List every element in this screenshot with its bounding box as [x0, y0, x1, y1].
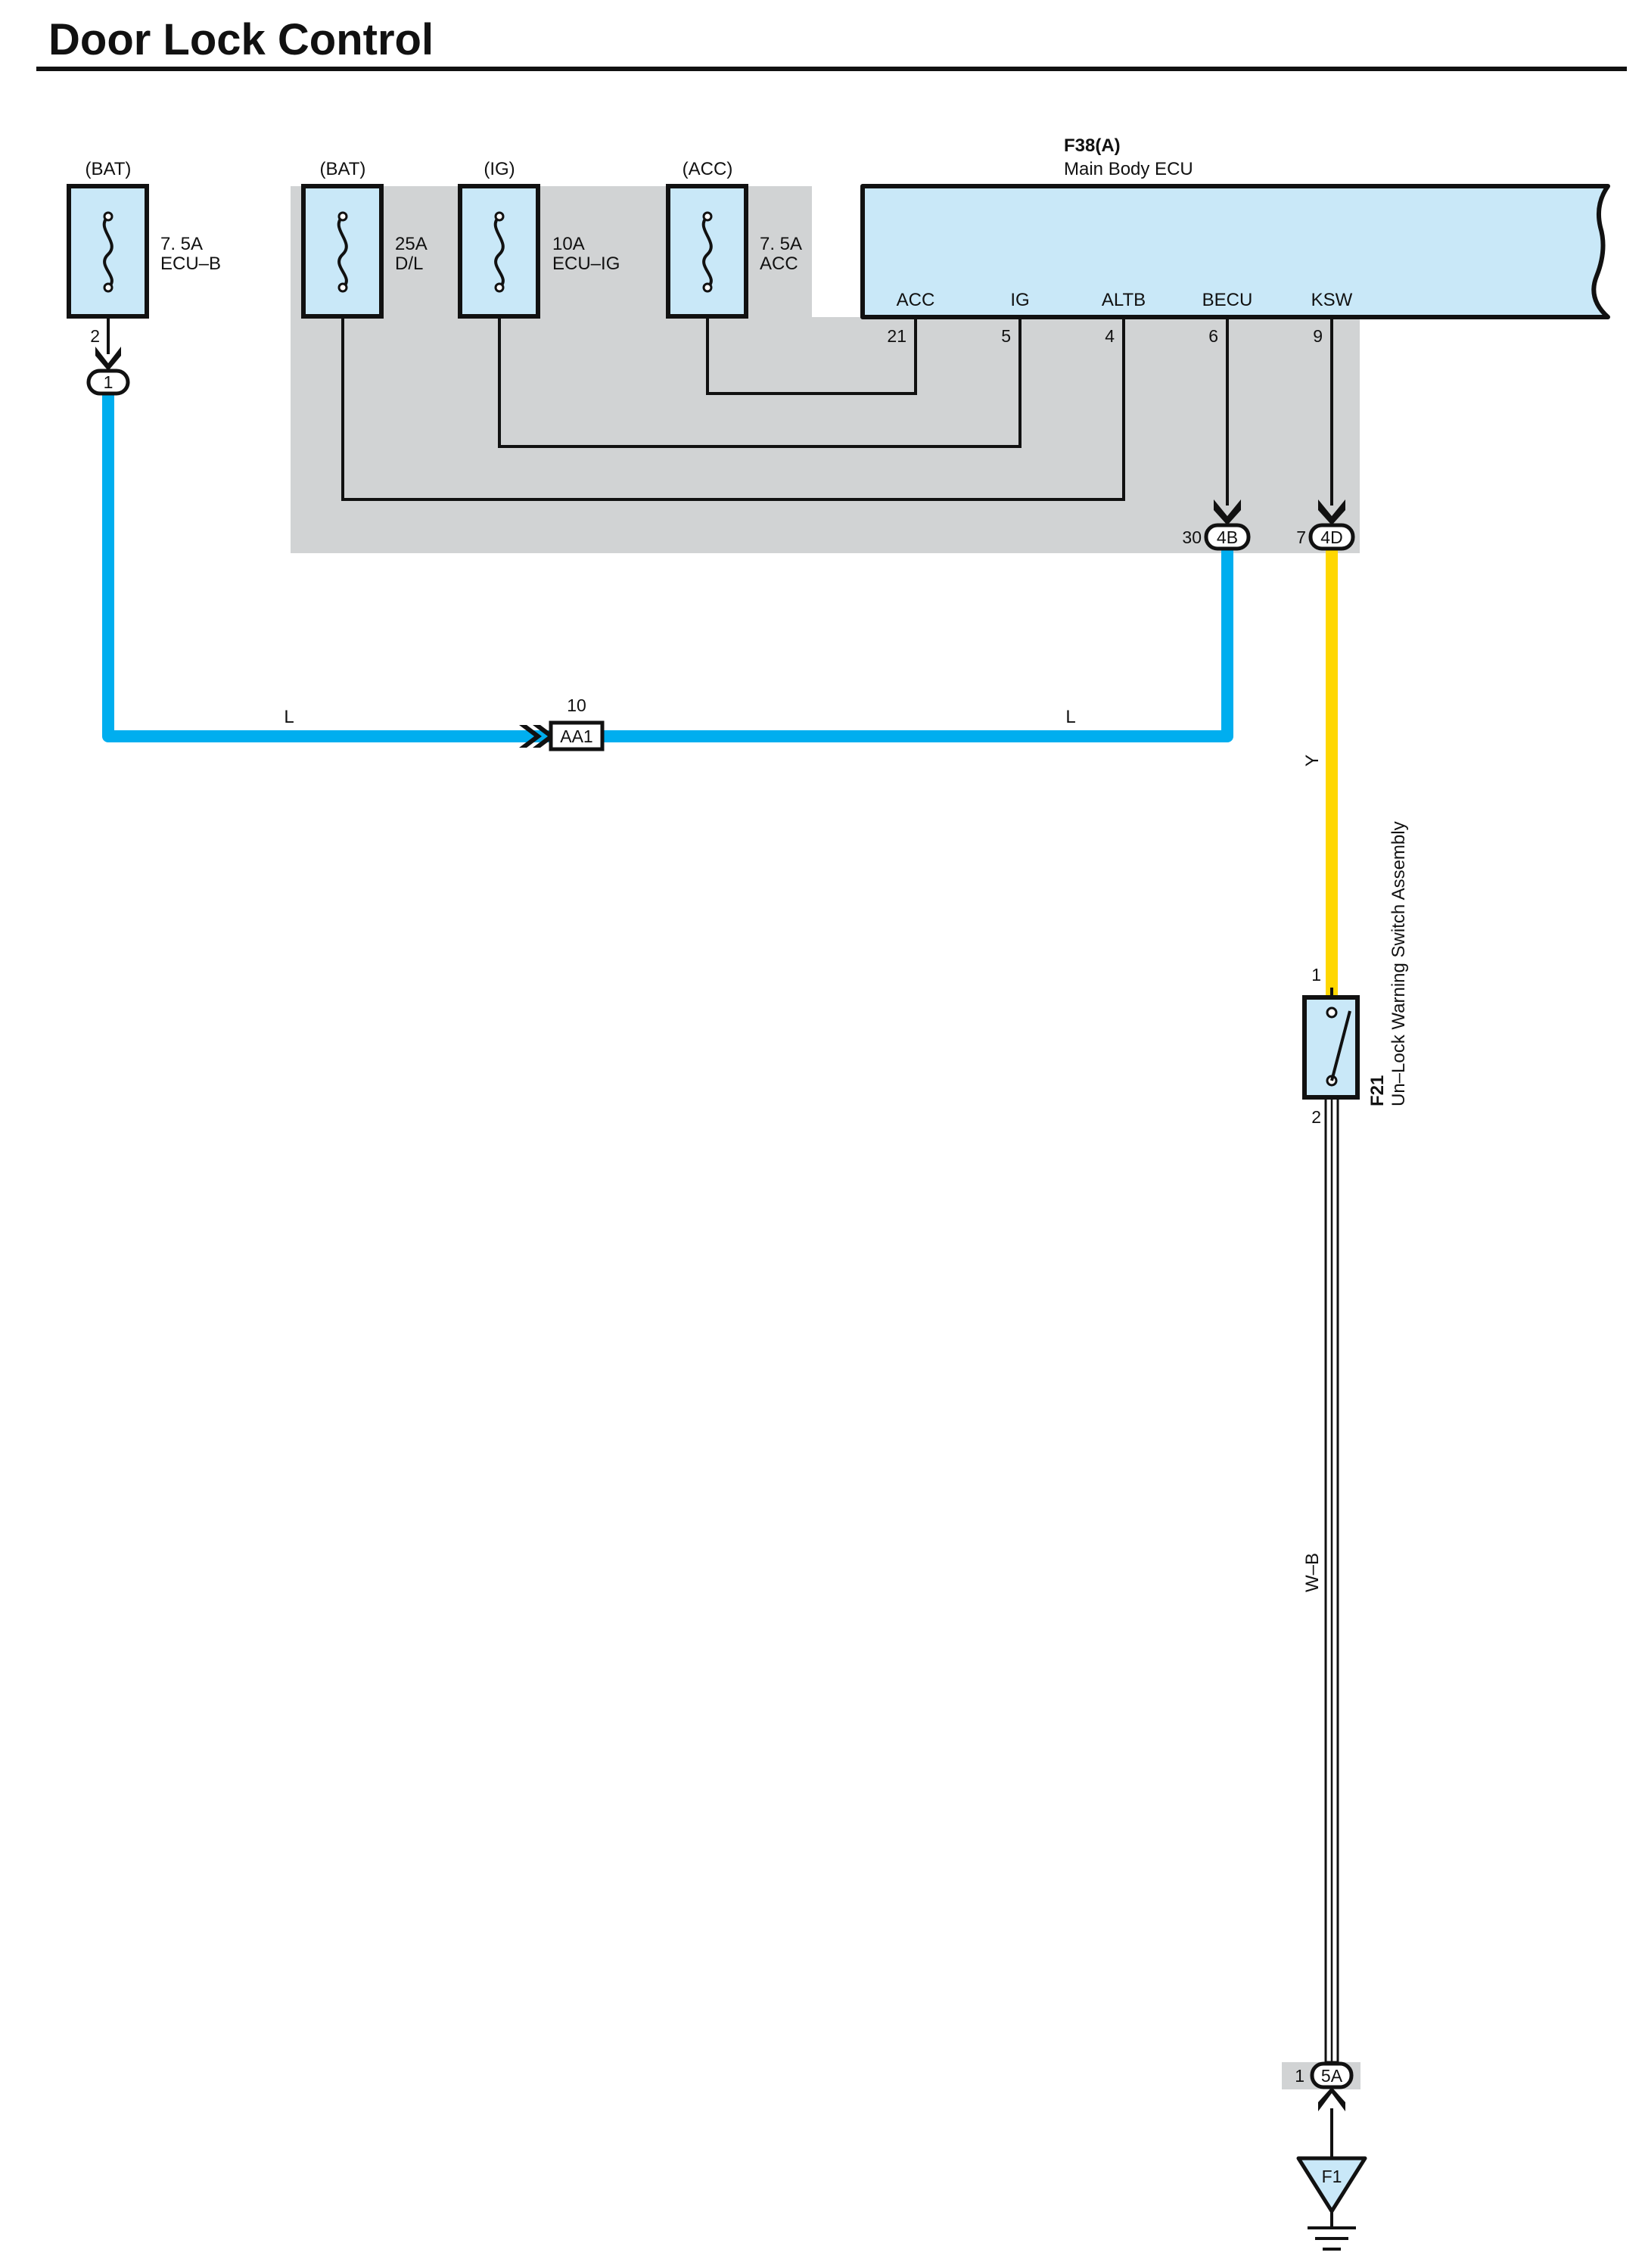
switch-name: Un–Lock Warning Switch Assembly — [1388, 821, 1409, 1106]
ground-f1-symbol — [1296, 2156, 1367, 2214]
fuse-ecub-source: (BAT) — [86, 159, 132, 179]
fuse-acc-rating: 7. 5A — [760, 234, 802, 254]
ecu-name: Main Body ECU — [1064, 159, 1193, 179]
ecu-terminal-ksw: KSW — [1311, 290, 1353, 310]
switch-pin-bottom: 2 — [1311, 1107, 1321, 1127]
left-connector-label: 1 — [104, 372, 114, 392]
ecu-pin-9: 9 — [1313, 326, 1323, 346]
fuse-dl-icon — [337, 215, 348, 289]
connector-4d — [1308, 523, 1355, 551]
left-connector — [86, 369, 130, 396]
connector-4b-chevron — [1214, 499, 1241, 525]
fuse-ecuig-rating: 10A — [552, 234, 585, 254]
fuse-acc-icon — [701, 215, 713, 289]
ecu-terminal-altb: ALTB — [1102, 290, 1146, 310]
fuse-ecuig-source: (IG) — [484, 159, 515, 179]
ground-f1-label: F1 — [1322, 2167, 1342, 2186]
ecu-terminal-becu: BECU — [1202, 290, 1253, 310]
connector-4b-label: 4B — [1217, 527, 1238, 547]
fuse-ecuig-icon — [493, 215, 505, 289]
title-rule — [36, 67, 1627, 71]
connector-5a-label: 5A — [1321, 2066, 1343, 2086]
fuse-dl-name: D/L — [395, 254, 423, 274]
fuse-dl-box — [301, 184, 384, 319]
junction-block-shade — [291, 186, 1360, 553]
fuse-ecub-rating: 7. 5A — [160, 234, 203, 254]
fuse-ecub-name: ECU–B — [160, 254, 221, 274]
connector-4d-pin: 7 — [1296, 527, 1306, 547]
switch-code: F21 — [1367, 1075, 1388, 1106]
connector-4b-pin: 30 — [1182, 527, 1202, 547]
connector-5a-chevron — [1318, 2087, 1345, 2111]
junction-label: AA1 — [560, 726, 592, 746]
connector-4d-label: 4D — [1320, 527, 1342, 547]
wire-acc-internal — [706, 316, 917, 395]
page-title: Door Lock Control — [48, 15, 434, 64]
wire-ig-internal — [498, 316, 1022, 448]
connector-4d-chevron — [1318, 499, 1345, 525]
fuse-ecub-icon — [102, 215, 114, 289]
wire-altb-internal — [341, 316, 1125, 501]
ecu-pin-6: 6 — [1208, 326, 1218, 346]
fuse-dl-rating: 25A — [395, 234, 428, 254]
main-body-ecu-box — [860, 184, 1610, 319]
ecu-terminal-acc: ACC — [897, 290, 935, 310]
fuse-acc-name: ACC — [760, 254, 798, 274]
fuse-ecub-pin: 2 — [90, 326, 100, 346]
switch-pin-top: 1 — [1311, 965, 1321, 985]
fuse-acc-source: (ACC) — [683, 159, 733, 179]
fuse-ecub-box — [67, 184, 149, 319]
fuse-acc-box — [666, 184, 748, 319]
fuse-dl-source: (BAT) — [320, 159, 366, 179]
connector-4b — [1204, 523, 1251, 551]
wire-label-wb: W–B — [1302, 1553, 1323, 1592]
wire-label-l-right: L — [1065, 707, 1075, 727]
ecu-terminal-ig: IG — [1010, 290, 1029, 310]
ecu-pin-21: 21 — [887, 326, 906, 346]
wire-blue-l — [102, 394, 1233, 742]
ecu-pin-5: 5 — [1001, 326, 1011, 346]
switch-f21-contact — [1330, 1010, 1351, 1081]
junction-pin: 10 — [567, 695, 586, 715]
wire-label-l-left: L — [284, 707, 294, 727]
ecu-code: F38(A) — [1064, 135, 1121, 156]
ecu-pin-4: 4 — [1105, 326, 1115, 346]
fuse-ecuig-box — [458, 184, 540, 319]
junction-chevron — [519, 725, 555, 748]
wire-label-y: Y — [1302, 754, 1323, 767]
left-connector-chevron — [95, 347, 121, 371]
fuse-ecuig-name: ECU–IG — [552, 254, 620, 274]
connector-5a-pin: 1 — [1295, 2066, 1304, 2086]
junction-connector — [549, 720, 605, 751]
